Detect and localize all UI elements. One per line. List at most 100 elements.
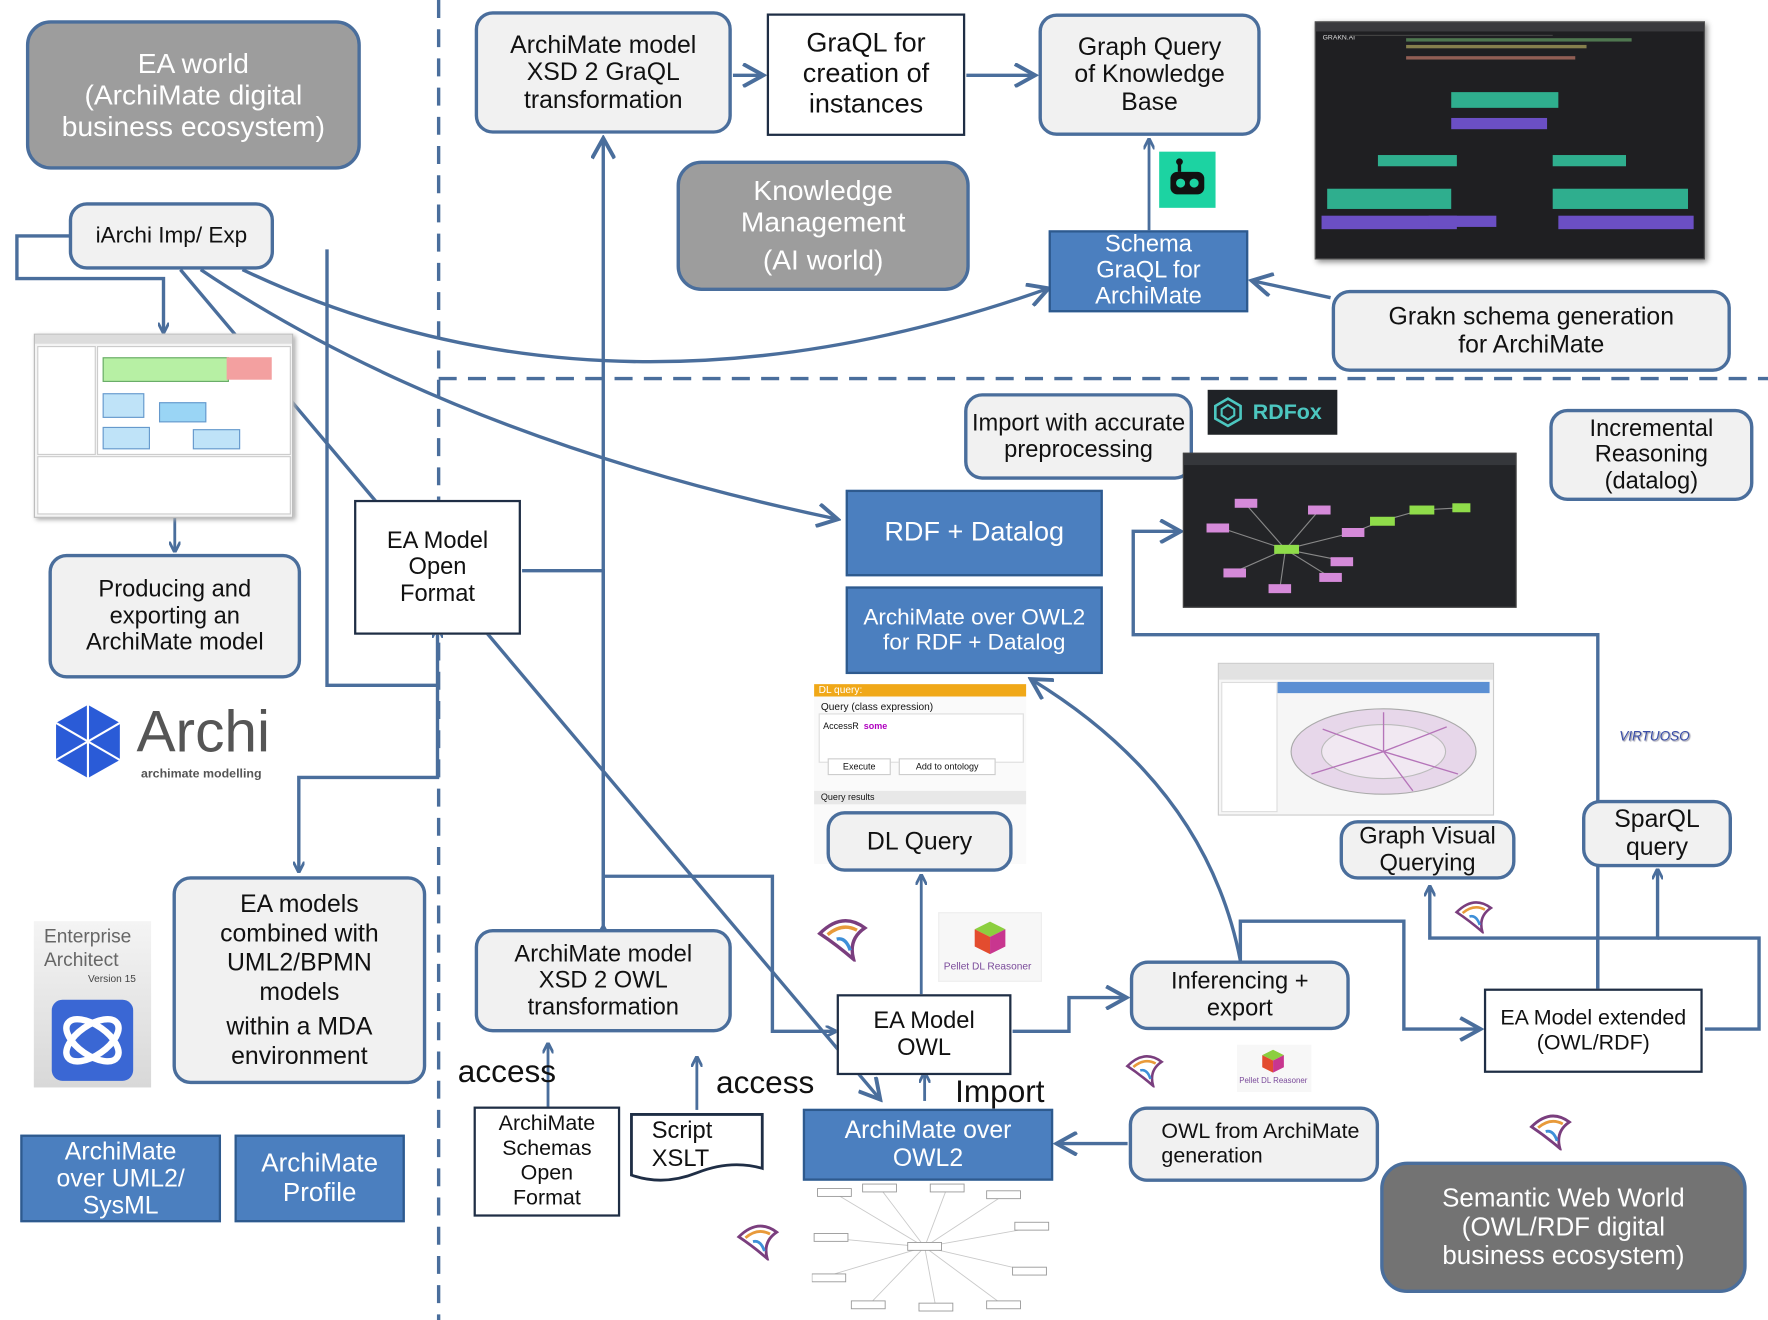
text-line: UML2/BPMN: [226, 947, 372, 976]
archimate-owl2-rdf-box: ArchiMate over OWL2 for RDF + Datalog: [845, 586, 1103, 675]
archi-app-screenshot: [33, 333, 294, 518]
grakn-schema-generation-box: Grakn schema generation for ArchiMate: [1331, 289, 1731, 372]
text-line: GraQL for: [1096, 257, 1201, 284]
arrow-iarchi-rdf: [199, 268, 837, 519]
pellet-label-large: Pellet DL Reasoner: [943, 960, 1032, 972]
text-line: Schemas: [502, 1137, 592, 1161]
text-line: export: [1206, 995, 1273, 1022]
producing-model-box: Producing and exporting an ArchiMate mod…: [48, 553, 302, 679]
import-preprocessing-box: Import with accurate preprocessing: [964, 393, 1194, 480]
graql-creation-box: GraQL for creation of instances: [766, 13, 966, 136]
text-line: EA Model extended: [1500, 1006, 1687, 1031]
dl-query-word: AccessR: [823, 721, 859, 732]
rdf-datalog-box: RDF + Datalog: [845, 489, 1103, 577]
ea-model-extended-box: EA Model extended (OWL/RDF): [1483, 988, 1703, 1073]
dl-query-subheader: Query (class expression): [820, 701, 934, 713]
owl-generation-box: OWL from ArchiMate generation: [1128, 1106, 1380, 1182]
text-line: Schema: [1105, 231, 1192, 258]
graph-visual-querying-box: Graph Visual Querying: [1339, 820, 1516, 880]
text-line: for RDF + Datalog: [883, 630, 1066, 655]
arrow-inferencing-owl2rdf: [1032, 680, 1243, 961]
ontology-graph-icon: [1290, 708, 1477, 795]
text-line: Producing and: [98, 576, 252, 603]
protege-logo-icon: [1125, 1055, 1164, 1088]
text-line: transformation: [527, 993, 679, 1020]
text-line: Graph Query: [1077, 32, 1222, 61]
text-line: models: [259, 976, 340, 1005]
text-line: GraQL for: [806, 28, 926, 59]
add-to-ontology-button[interactable]: Add to ontology: [898, 758, 996, 776]
graph-visual-screenshot: [1217, 662, 1495, 816]
import-label: Import: [955, 1073, 1045, 1109]
grakn-robot-logo: [1159, 151, 1216, 208]
pellet-logo-large: Pellet DL Reasoner: [938, 912, 1042, 982]
text-line: transformation: [523, 85, 683, 114]
link-extended-sparql: [1596, 871, 1658, 989]
text-line: (datalog): [1604, 468, 1699, 495]
text-line: ArchiMate over: [844, 1115, 1012, 1145]
text-line: ArchiMate model: [85, 629, 264, 656]
text-line: Knowledge: [753, 175, 893, 207]
link-mda-open: [299, 685, 440, 870]
pellet-logo-small: Pellet DL Reasoner: [1236, 1044, 1312, 1092]
dl-query-input[interactable]: AccessR some: [818, 713, 1024, 763]
script-xslt-line1: Script: [651, 1117, 713, 1144]
text-line: XSD 2 OWL: [538, 967, 668, 994]
text-line: Format: [399, 580, 476, 607]
text-line: ArchiMate: [261, 1148, 379, 1178]
link-eamodel-open: [325, 249, 438, 687]
protege-logo-icon: [1529, 1114, 1572, 1151]
arrow-iarchi-eaowl: [179, 268, 879, 1099]
execute-button[interactable]: Execute: [827, 758, 891, 776]
archi-hexagon-icon: [55, 704, 121, 778]
archimate-owl2-box: ArchiMate over OWL2: [802, 1108, 1054, 1181]
virtuoso-label: VIRTUOSO: [1619, 727, 1690, 744]
protege-logo-icon: [1454, 901, 1494, 934]
incremental-reasoning-box: Incremental Reasoning (datalog): [1549, 408, 1754, 502]
text-line: EA Model: [873, 1008, 975, 1035]
text-line: Grakn schema generation: [1388, 302, 1674, 331]
schema-graql-box: Schema GraQL for ArchiMate: [1048, 230, 1249, 313]
script-xslt-line2: XSLT: [651, 1145, 710, 1172]
link-xsdowl-eaowl: [603, 874, 834, 1031]
pellet-cube-icon: [974, 921, 1006, 955]
text-line: exporting an: [109, 602, 240, 629]
text-line: creation of: [802, 58, 930, 89]
text-line: within a MDA: [226, 1012, 373, 1041]
text-line: OWL from ArchiMate: [1161, 1120, 1360, 1144]
text-line: Base: [1121, 87, 1178, 116]
text-line: ArchiMate over OWL2: [863, 605, 1086, 630]
text-line: for ArchiMate: [1458, 329, 1605, 358]
enterprise-architect-logo: Enterprise Architect Version 15: [33, 921, 152, 1088]
rdfox-icon: [1214, 397, 1242, 428]
text-line: Incremental: [1589, 415, 1714, 442]
archi-logo: Archi archimate modelling: [51, 700, 277, 785]
rdfox-graph-icon: [1206, 498, 1471, 594]
text-line: Open: [520, 1161, 574, 1186]
iarchi-box[interactable]: iArchi Imp/ Exp: [68, 202, 275, 270]
access-label-left: access: [457, 1053, 557, 1089]
text-line: ArchiMate model: [514, 941, 693, 967]
ea-mda-box: EA models combined with UML2/BPMN models…: [172, 876, 427, 1085]
ea-logo-line1: Enterprise: [43, 925, 132, 948]
text-line: of Knowledge: [1074, 59, 1225, 88]
text-line: combined with: [220, 918, 379, 947]
text-line: ArchiMate: [64, 1137, 177, 1166]
robot-icon: [1170, 158, 1205, 195]
text-line: query: [1625, 832, 1689, 861]
sparql-query-box: SparQL query: [1582, 799, 1732, 868]
text-line: OWL: [897, 1034, 952, 1061]
xsd-owl-box: ArchiMate model XSD 2 OWL transformation: [474, 929, 732, 1033]
archimate-profile-box: ArchiMate Profile: [234, 1134, 405, 1223]
dl-query-keyword: some: [863, 721, 888, 732]
semantic-web-world-box: Semantic Web World (OWL/RDF digital busi…: [1380, 1161, 1747, 1294]
text-line: EA world: [137, 47, 250, 80]
text-line: Open: [408, 554, 467, 580]
rdfox-graph-screenshot: [1182, 452, 1517, 608]
pellet-label-small: Pellet DL Reasoner: [1239, 1077, 1308, 1086]
query-results-header: Query results: [814, 790, 1027, 805]
text-line: generation: [1161, 1144, 1263, 1168]
archi-logo-subtitle: archimate modelling: [140, 767, 262, 781]
